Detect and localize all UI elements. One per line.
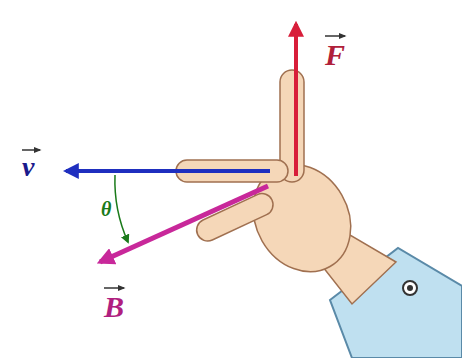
vector-arrow-mark <box>22 149 40 151</box>
vector-arrow-mark <box>104 287 124 289</box>
velocity-label: v <box>22 153 34 181</box>
angle-label: θ <box>101 199 111 219</box>
field-vector <box>100 186 268 262</box>
force-vector <box>294 24 298 176</box>
force-label: F <box>325 40 345 70</box>
middle-finger <box>193 190 277 245</box>
angle-arc <box>115 175 128 242</box>
field-label: B <box>104 292 124 322</box>
vector-arrow-mark <box>325 35 345 37</box>
cuff-button-center <box>407 285 413 291</box>
cuff-button <box>403 281 417 295</box>
velocity-vector <box>66 169 270 173</box>
